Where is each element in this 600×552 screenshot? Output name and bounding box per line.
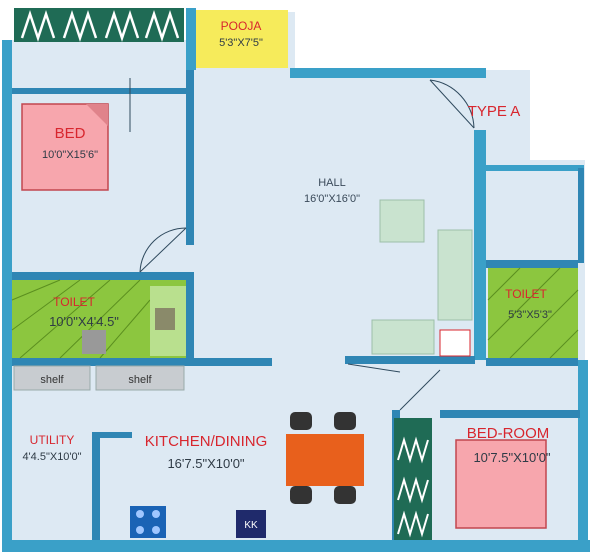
- utility-name: UTILITY: [30, 433, 75, 447]
- pooja-room: [196, 10, 288, 68]
- pooja-name: POOJA: [221, 19, 262, 33]
- toilet-right-name: TOILET: [505, 287, 547, 301]
- inner-walls: [12, 70, 584, 540]
- kitchen-sink: KK: [236, 510, 266, 538]
- top-staircase: [14, 8, 184, 42]
- shelf-label-2: shelf: [128, 374, 152, 386]
- toilet-left-size: 10'0"X4'4.5": [49, 314, 119, 329]
- svg-text:KK: KK: [244, 520, 258, 531]
- bedroom-bed: [455, 439, 547, 529]
- kitchen-size: 16'7.5"X10'0": [167, 456, 244, 471]
- shelf-label-1: shelf: [40, 374, 64, 386]
- bedroom-size: 10'7.5"X10'0": [473, 450, 550, 465]
- bottom-staircase: [394, 418, 432, 540]
- kitchen-name: KITCHEN/DINING: [145, 433, 268, 450]
- dining-table: [286, 412, 364, 504]
- left-bed: [21, 103, 109, 191]
- right-toilet: [487, 267, 579, 359]
- toilet-right-size: 5'3"X5'3": [508, 309, 552, 321]
- hall-furniture: [371, 199, 473, 357]
- bottom-wall: [2, 540, 590, 552]
- bed-name: BED: [55, 125, 86, 142]
- bed-size: 10'0"X15'6": [42, 149, 98, 161]
- toilet-left-name: TOILET: [53, 295, 95, 309]
- outer-walls: [2, 8, 588, 552]
- shelves: [13, 365, 185, 391]
- utility-size: 4'4.5"X10'0": [22, 451, 81, 463]
- left-toilet: [11, 279, 186, 359]
- hall-size: 16'0"X16'0": [304, 193, 360, 205]
- pooja-size: 5'3"X7'5": [219, 37, 263, 49]
- bedroom-name: BED-ROOM: [467, 425, 550, 442]
- kitchen-hob: [130, 506, 166, 538]
- plan-type: TYPE A: [468, 103, 521, 120]
- hall-name: HALL: [318, 177, 346, 189]
